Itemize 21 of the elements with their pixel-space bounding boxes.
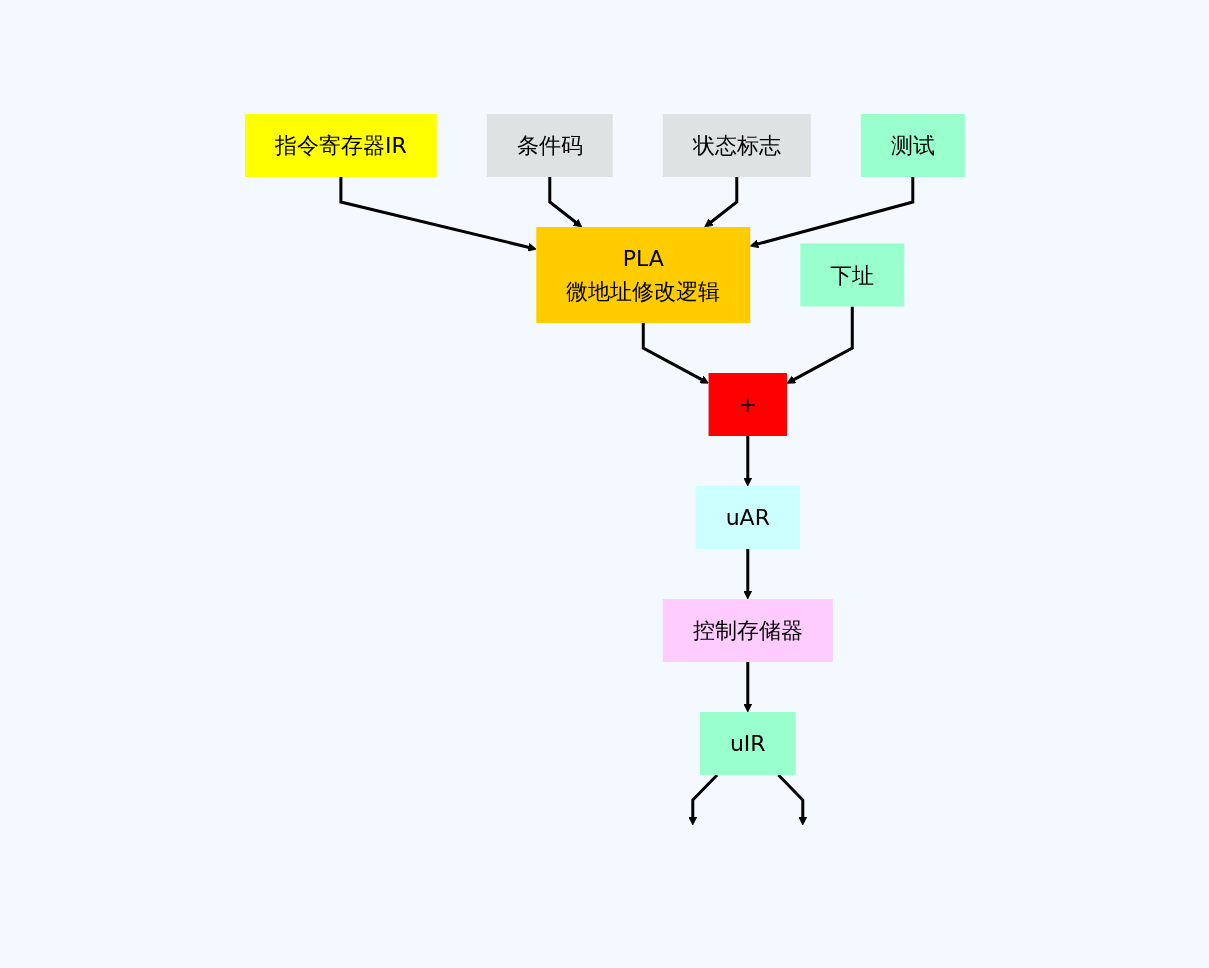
arrow [688,773,718,825]
arrow [743,661,752,712]
node-box: 测试 [860,113,965,177]
arrow [339,176,537,252]
arrow [776,773,807,825]
node-box: 条件码 [486,113,613,177]
node-box: 控制存储器 [662,598,833,662]
node-box: PLA 微地址修改逻辑 [535,226,750,323]
arrow [641,322,709,384]
node-box: 状态标志 [662,113,811,177]
node-box: uAR [695,485,800,549]
arrow [786,306,854,384]
node-box: 下址 [799,243,904,306]
arrow [743,548,752,599]
arrow [547,176,582,227]
arrow [743,435,752,486]
node-box: 指令寄存器IR [244,113,437,177]
arrow [703,176,738,227]
arrow [749,176,914,248]
node-box: uIR [699,711,796,775]
node-box: + [708,372,787,436]
